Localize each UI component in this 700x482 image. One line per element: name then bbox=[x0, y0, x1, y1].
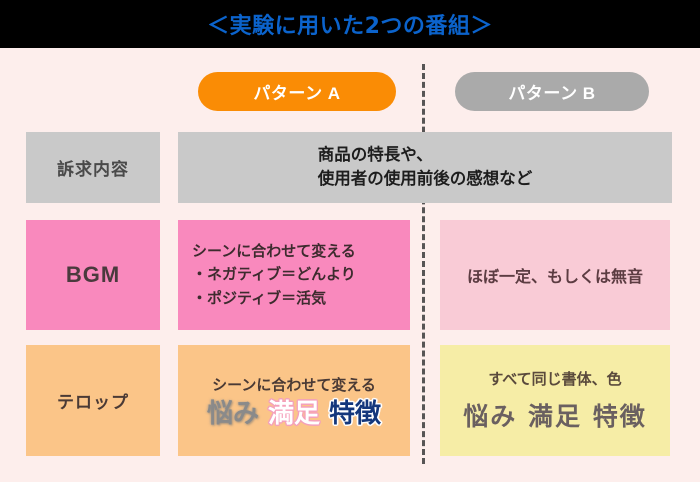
column-header-pattern-a-label: パターン A bbox=[253, 84, 341, 103]
row-telop-pattern-b-cell: すべて同じ書体、色 悩み 満足 特徴 bbox=[440, 345, 670, 456]
row-label-telop: テロップ bbox=[26, 345, 160, 456]
row-telop-pattern-b-subtitle: すべて同じ書体、色 bbox=[488, 371, 622, 388]
row-telop-pattern-b-sample-words: 悩み 満足 特徴 bbox=[463, 402, 647, 431]
telop-sample-word-nayami: 悩み bbox=[206, 399, 259, 429]
row-bgm-pattern-a-text: シーンに合わせて変える・ネガティブ＝どんより・ポジティブ＝活気 bbox=[192, 243, 356, 307]
row-bgm-pattern-a-cell: シーンに合わせて変える・ネガティブ＝どんより・ポジティブ＝活気 bbox=[178, 220, 410, 330]
column-divider bbox=[422, 64, 425, 464]
row-label-appeal-content-text: 訴求内容 bbox=[57, 160, 129, 179]
telop-sample-word-tokuchou: 特徴 bbox=[329, 399, 382, 429]
row-appeal-content-text: 商品の特長や、使用者の使用前後の感想など bbox=[317, 145, 533, 188]
row-telop-pattern-a-subtitle: シーンに合わせて変える bbox=[212, 377, 376, 394]
column-header-pattern-b-label: パターン B bbox=[508, 84, 596, 103]
row-label-bgm: BGM bbox=[26, 220, 160, 330]
row-appeal-content-shared-cell: 商品の特長や、使用者の使用前後の感想など bbox=[178, 132, 672, 203]
row-telop-pattern-a-cell: シーンに合わせて変える 悩み 満足 特徴 bbox=[178, 345, 410, 456]
column-header-pattern-b: パターン B bbox=[455, 72, 649, 111]
row-bgm-pattern-b-text: ほぼ一定、もしくは無音 bbox=[466, 269, 643, 286]
row-telop-pattern-a-sample-words: 悩み 満足 特徴 bbox=[207, 401, 381, 427]
row-label-bgm-text: BGM bbox=[65, 262, 121, 287]
row-label-appeal-content: 訴求内容 bbox=[26, 132, 160, 203]
column-header-pattern-a: パターン A bbox=[198, 72, 396, 111]
row-bgm-pattern-b-cell: ほぼ一定、もしくは無音 bbox=[440, 220, 670, 330]
header-bar: ＜実験に用いた2つの番組＞ bbox=[0, 0, 700, 48]
telop-sample-word-manzoku: 満足 bbox=[267, 399, 320, 429]
page-title: ＜実験に用いた2つの番組＞ bbox=[207, 14, 493, 39]
row-label-telop-text: テロップ bbox=[57, 393, 129, 412]
